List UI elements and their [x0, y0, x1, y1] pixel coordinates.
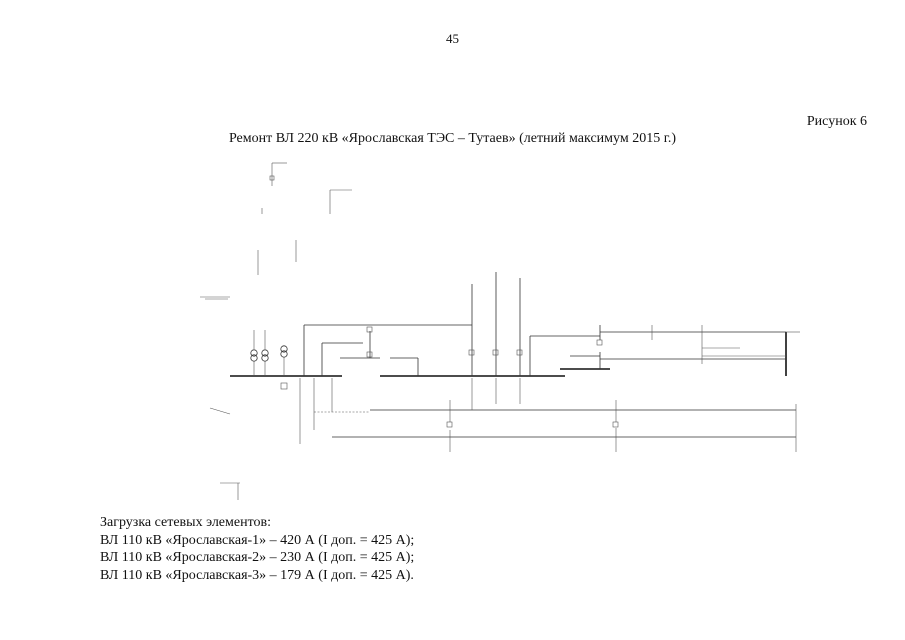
figure-title: Ремонт ВЛ 220 кВ «Ярославская ТЭС – Тута… [228, 131, 677, 146]
page-number: 45 [446, 31, 459, 46]
lower-lines [299, 378, 797, 452]
switches [366, 326, 619, 428]
bottom-left-feeder [220, 482, 240, 500]
upper-left-feeders [200, 162, 352, 415]
loading-summary: Загрузка сетевых элементов: ВЛ 110 кВ «Я… [100, 514, 414, 584]
busbars [230, 332, 787, 377]
summary-line: ВЛ 110 кВ «Ярославская-2» – 230 А (I доп… [100, 550, 415, 565]
summary-heading: Загрузка сетевых элементов: [100, 515, 272, 530]
transformers [250, 330, 288, 390]
figure-label: Рисунок 6 [806, 114, 867, 129]
summary-line: ВЛ 110 кВ «Ярославская-3» – 179 А (I доп… [100, 567, 414, 583]
network-lines [303, 272, 800, 376]
summary-line: ВЛ 110 кВ «Ярославская-1» – 420 А (I доп… [100, 532, 415, 548]
